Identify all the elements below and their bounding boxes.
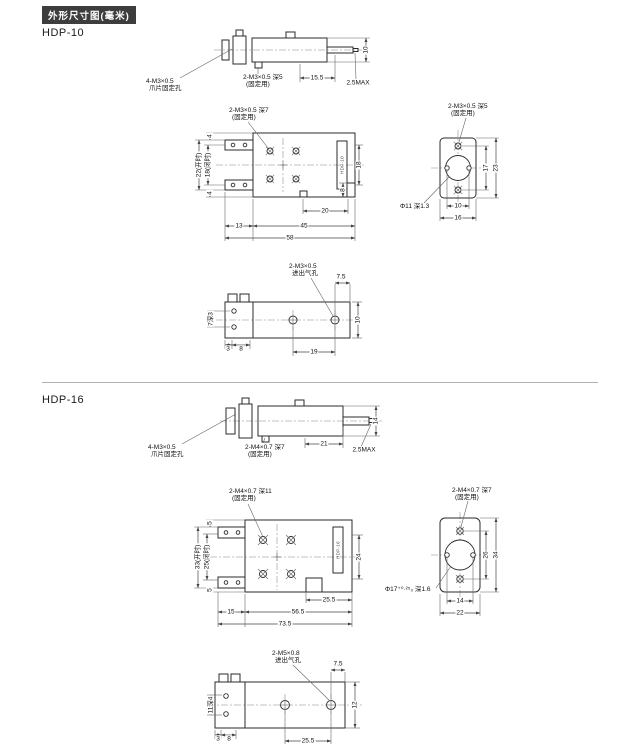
- label-line1: 2-M3×0.5 深5: [243, 74, 283, 81]
- hdp16-dim-15: 15: [226, 608, 236, 616]
- hdp10-dim-19: 19: [309, 348, 319, 356]
- hdp10-dim-23: 23: [492, 163, 500, 173]
- hdp10-dim-58: 58: [285, 234, 295, 242]
- hdp16-body-mark: HDP-16: [336, 541, 341, 559]
- hdp10-dim-open: 22(开时): [195, 151, 203, 179]
- hdp16-dim-5-bottom: 5: [206, 587, 214, 593]
- hdp16-dim-3: 3: [215, 735, 221, 743]
- hdp10-dim-20: 20: [320, 207, 330, 215]
- label-line2: 爪片固定孔: [149, 85, 182, 93]
- hdp16-dim-24: 24: [355, 552, 363, 562]
- label-line2: (固定用): [232, 495, 256, 503]
- hdp16-section-title: HDP-16: [42, 394, 85, 406]
- hdp10-dim-8: 8: [339, 187, 347, 193]
- hdp16-dim-open: 33(开时): [194, 543, 202, 571]
- label-line1: 2-M4×0.7 深7: [452, 487, 492, 494]
- hdp10-label-fix-top: 2-M3×0.5 深5 (固定用): [243, 74, 283, 89]
- hdp10-body-mark: HDP-10: [340, 156, 345, 174]
- label-line2: 爪片固定孔: [151, 451, 184, 459]
- label-line1: 2-M3×0.5 深5: [448, 103, 488, 110]
- hdp10-dim-15-5: 15.5: [309, 74, 325, 82]
- label-line2: 进出气孔: [292, 270, 318, 278]
- hdp10-dim-4-top: 4: [206, 133, 214, 139]
- label-line2: 进出气孔: [275, 657, 301, 665]
- label-line1: 2-M4×0.7 深11: [229, 488, 272, 495]
- hdp10-dim-closed: 18(闭时): [204, 151, 212, 179]
- label-line1: 2-M3×0.5 深7: [229, 107, 269, 114]
- hdp16-label-fix-side: 2-M4×0.7 深7 (固定用): [452, 487, 492, 502]
- hdp10-front-view-drawing: HDP-10: [195, 121, 364, 241]
- hdp10-dim-16: 16: [453, 214, 463, 222]
- hdp10-dim-7-5: 7.5: [335, 273, 347, 281]
- hdp10-dim-45: 45: [299, 222, 309, 230]
- label-line1: 4-M3×0.5: [148, 444, 176, 451]
- hdp10-label-fix-side: 2-M3×0.5 深5 (固定用): [448, 103, 488, 118]
- label-line2: (固定用): [248, 451, 272, 459]
- hdp16-dim-12: 12: [351, 700, 359, 710]
- hdp10-dim-3: 3: [225, 345, 231, 353]
- label-line2: (固定用): [451, 110, 475, 118]
- hdp10-dim-height-10: 10: [362, 45, 370, 55]
- hdp10-dim-13: 13: [234, 222, 244, 230]
- hdp10-dim-left: 7深3: [207, 311, 215, 327]
- hdp16-dim-14-bottom: 14: [455, 597, 465, 605]
- label-line1: 2-M3×0.5: [289, 263, 317, 270]
- label-line1: 2-M4×0.7 深7: [245, 444, 285, 451]
- label-line2: (固定用): [232, 114, 256, 122]
- hdp16-dim-22: 22: [455, 609, 465, 617]
- hdp16-dim-7-5: 7.5: [332, 660, 344, 668]
- hdp10-label-bore: Φ11 深1.3: [400, 203, 430, 210]
- page-header: 外形尺寸图(毫米): [42, 6, 136, 24]
- hdp16-dim-2-5max: 2.5MAX: [351, 446, 377, 454]
- hdp16-label-jaw-holes: 4-M3×0.5 爪片固定孔: [148, 444, 184, 459]
- label-line2: (固定用): [246, 81, 270, 89]
- hdp10-dim-18: 18: [355, 160, 363, 170]
- hdp10-dim-10-bottom: 10: [453, 202, 463, 210]
- hdp10-label-fix-front: 2-M3×0.5 深7 (固定用): [229, 107, 269, 122]
- hdp16-dim-56-5: 56.5: [290, 608, 306, 616]
- hdp16-dim-26: 26: [482, 550, 490, 560]
- label-line2: (固定用): [455, 494, 479, 502]
- hdp10-dim-4-bottom: 4: [206, 190, 214, 196]
- hdp16-label-bore: Φ17⁺⁰·²⁵₀ 深1.6: [385, 586, 431, 593]
- hdp16-dim-21: 21: [319, 440, 329, 448]
- hdp16-dim-25-5-front: 25.5: [321, 596, 337, 604]
- hdp16-dim-closed: 25(闭时): [203, 543, 211, 571]
- hdp16-dim-73-5: 73.5: [277, 620, 293, 628]
- hdp16-dim-25-5: 25.5: [300, 737, 316, 745]
- hdp10-label-jaw-holes: 4-M3×0.5 爪片固定孔: [146, 78, 182, 93]
- label-line1: 4-M3×0.5: [146, 78, 174, 85]
- hdp10-dim-2-5max: 2.5MAX: [345, 79, 371, 87]
- hdp16-dim-left: 11深4: [207, 695, 215, 715]
- hdp10-dim-17: 17: [482, 163, 490, 173]
- hdp10-dim-10-right: 10: [354, 315, 362, 325]
- hdp16-profile-view-drawing: [181, 397, 382, 448]
- hdp16-dim-height-14: 14: [372, 416, 380, 426]
- hdp16-label-fix-top: 2-M4×0.7 深7 (固定用): [245, 444, 285, 459]
- section-divider: [42, 382, 598, 383]
- hdp16-label-fix-front: 2-M4×0.7 深11 (固定用): [229, 488, 272, 503]
- hdp16-dim-5-top: 5: [206, 520, 214, 526]
- hdp10-section-title: HDP-10: [42, 27, 85, 39]
- hdp16-label-air-ports: 2-M5×0.8 进出气孔: [272, 650, 301, 665]
- hdp16-bottom-view-drawing: [207, 664, 362, 744]
- hdp10-label-air-ports: 2-M3×0.5 进出气孔: [289, 263, 318, 278]
- hdp16-dim-8: 8: [226, 735, 232, 743]
- hdp16-dim-34: 34: [492, 550, 500, 560]
- hdp10-dim-8-bottom: 8: [238, 345, 244, 353]
- hdp16-front-view-drawing: HDP-16: [194, 503, 363, 627]
- hdp16-side-view-drawing: [431, 500, 499, 616]
- label-line1: 2-M5×0.8: [272, 650, 300, 657]
